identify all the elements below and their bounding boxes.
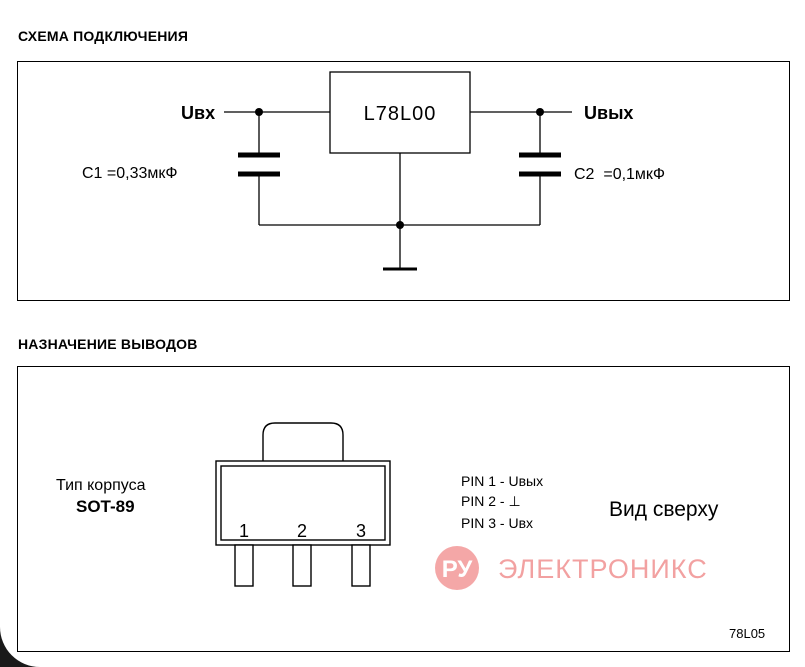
pin-1-description: PIN 1 - Uвых [461,473,543,489]
pin-number-1: 1 [239,521,249,541]
pin-number-2: 2 [297,521,307,541]
watermark-circle [435,546,479,590]
schematic-diagram: Uвх Uвых L78L00 C1 =0,33мкФ C2 =0,1мкФ [82,71,665,271]
watermark-ru: РУ [442,556,474,583]
view-label: Вид сверху [609,498,719,521]
schematic-title: СХЕМА ПОДКЛЮЧЕНИЯ [18,28,189,44]
junction-dot-output [536,108,544,116]
package-tab [262,422,344,461]
part-code: 78L05 [729,626,765,641]
watermark-text: ЭЛЕКТРОНИКС [498,554,708,584]
input-voltage-label: Uвх [181,103,215,123]
package-name: SOT-89 [76,497,135,516]
junction-dot-ground [396,221,404,229]
pin-2-description: PIN 2 - ⊥ [461,493,521,509]
output-voltage-label: Uвых [584,103,633,123]
package-type-label: Тип корпуса [56,477,146,494]
pin-3-lead [351,544,371,587]
junction-dot-input [255,108,263,116]
chip-label: L78L00 [364,103,437,125]
pinout-panel: 1 2 3 Тип корпуса SOT-89 PIN 1 - Uвых PI… [17,366,790,652]
package-body-inner [220,465,386,541]
pin-2-lead [292,544,312,587]
c2-label: C2 =0,1мкФ [574,166,665,183]
watermark-logo: РУ ЭЛЕКТРОНИКС [435,546,708,590]
pin-3-description: PIN 3 - Uвх [461,515,533,531]
package-diagram: 1 2 3 Тип корпуса SOT-89 PIN 1 - Uвых PI… [56,422,765,641]
schematic-panel: Uвх Uвых L78L00 C1 =0,33мкФ C2 =0,1мкФ [17,61,790,301]
pin-1-lead [234,544,254,587]
pin-number-3: 3 [356,521,366,541]
c1-label: C1 =0,33мкФ [82,165,178,182]
pinout-title: НАЗНАЧЕНИЕ ВЫВОДОВ [18,336,198,352]
